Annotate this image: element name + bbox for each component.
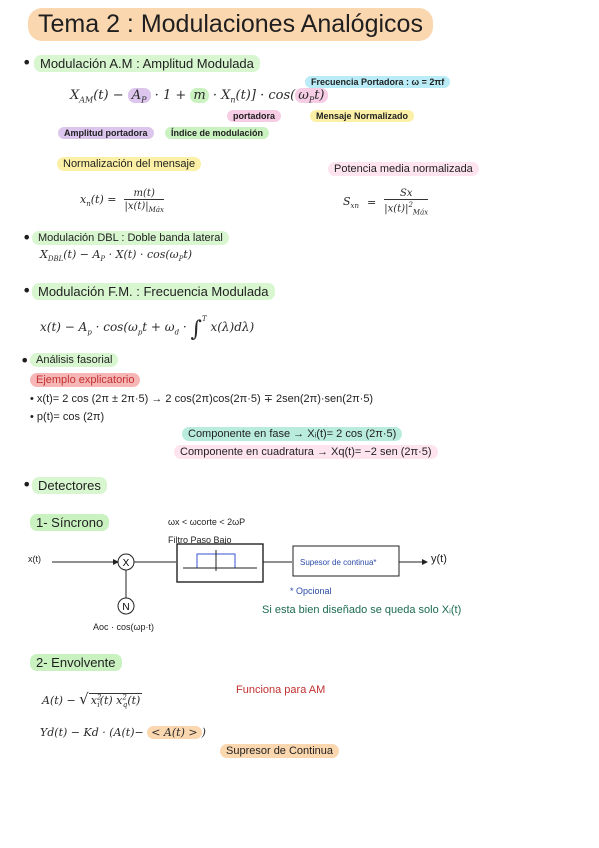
carrier-frequency-label: Frecuencia Portadora : ω = 2πf <box>305 76 451 88</box>
envolvente-formula: A(t) − √x2i(t) x2q(t) <box>42 690 143 710</box>
filter-box <box>176 543 264 583</box>
indice-modulacion-label: Índice de modulación <box>165 127 270 139</box>
wx-condition: ωx < ωcorte < 2ωP <box>168 517 246 527</box>
mensaje-normalizado-label: Mensaje Normalizado <box>310 110 415 122</box>
bullet-fasorial: • <box>20 351 30 370</box>
oscillator-circle <box>117 597 135 615</box>
bullet-detectores: • <box>22 475 32 494</box>
carrier-highlight: ωPt) <box>295 88 328 105</box>
opcional-note: * Opcional <box>290 586 332 596</box>
arrow-to-multiplier <box>113 559 119 565</box>
sincrono-block-diagram: X N Supesor de continua* <box>52 543 428 615</box>
bien-disenado-note: Si esta bien diseñado se queda solo Xᵢ(t… <box>262 604 462 616</box>
portadora-label: portadora <box>227 110 282 122</box>
fasorial-heading: Análisis fasorial <box>30 353 119 367</box>
power-fraction: Sx |x(t)|2Máx <box>384 188 429 217</box>
bullet-am: • <box>22 53 32 72</box>
envolvente-heading: 2- Envolvente <box>30 654 122 671</box>
output-signal-label: y(t) <box>431 553 447 565</box>
fm-heading: Modulación F.M. : Frecuencia Modulada <box>32 283 275 300</box>
filtro-label: Filtro Paso Bajo <box>168 535 232 545</box>
bullet-fm: • <box>22 281 32 300</box>
componente-cuadratura: Componente en cuadratura → Xq(t)= −2 sen… <box>174 445 438 459</box>
integral-sign: ∫ <box>190 317 202 342</box>
dbl-formula: XDBL(t) − AP · X(t) · cos(ωPt) <box>40 248 193 264</box>
index-highlight: m <box>190 88 209 103</box>
oscillator-label: Aoc · cos(ωp·t) <box>93 622 155 632</box>
amplitud-portadora-label: Amplitud portadora <box>58 127 154 139</box>
supresor-continua-label: Supresor de Continua <box>220 744 340 758</box>
funciona-am-note: Funciona para AM <box>236 684 326 696</box>
dc-component-highlight: < A(t) > <box>147 726 202 739</box>
dbl-heading: Modulación DBL : Doble banda lateral <box>32 231 229 245</box>
am-heading: Modulación A.M : Amplitud Modulada <box>34 55 260 72</box>
yd-formula: Yd(t) − Kd · (A(t)− < A(t) >) <box>40 726 206 739</box>
normalization-fraction: m(t) |x(t)|Máx <box>124 188 164 214</box>
multiplier-symbol: X <box>123 558 130 569</box>
normalization-formula: xn(t) = m(t) |x(t)|Máx <box>80 188 164 214</box>
fasorial-line-1: • x(t)= 2 cos (2π ± 2π·5) → 2 cos(2π)cos… <box>30 393 374 405</box>
fm-formula: x(t) − Ap · cos(ωpt + ωd · ∫T x(λ)dλ) <box>40 315 255 342</box>
componente-fase: Componente en fase → Xᵢ(t)= 2 cos (2π·5) <box>182 427 403 441</box>
sincrono-heading: 1- Síncrono <box>30 514 110 531</box>
potencia-label: Potencia media normalizada <box>328 162 479 176</box>
supresor-box <box>292 545 400 577</box>
normalizacion-label: Normalización del mensaje <box>57 157 202 171</box>
detectores-heading: Detectores <box>32 477 107 494</box>
amplitude-highlight: AP <box>127 88 151 105</box>
ejemplo-label: Ejemplo explicatorio <box>30 373 141 387</box>
arrow-to-output <box>422 559 428 565</box>
fasorial-line-2: • p(t)= cos (2π) <box>30 411 105 423</box>
oscillator-symbol: N <box>122 602 129 613</box>
input-signal-label: x(t) <box>28 554 41 564</box>
page-title: Tema 2 : Modulaciones Analógicos <box>28 8 433 41</box>
am-formula: XAM(t) − AP · 1 + m · Xn(t)] · cos(ωPt) <box>70 88 328 105</box>
supresor-box-label: Supesor de continua* <box>300 558 377 567</box>
bullet-dbl: • <box>22 228 32 247</box>
power-formula: Sxn = Sx |x(t)|2Máx <box>343 188 429 217</box>
